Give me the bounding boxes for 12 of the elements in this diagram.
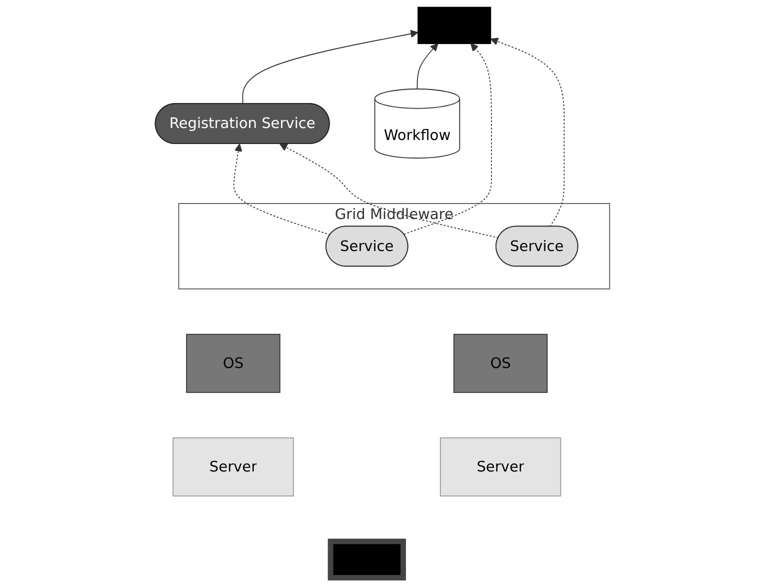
node-box: OS xyxy=(186,334,280,393)
node-box: Server xyxy=(172,437,294,496)
node-box xyxy=(418,6,492,44)
arrow xyxy=(233,144,331,236)
arrow xyxy=(416,43,438,90)
node-box: Server xyxy=(440,437,562,496)
arrow xyxy=(280,144,499,238)
arrow xyxy=(242,30,418,104)
arrow xyxy=(490,38,565,228)
node-bar xyxy=(328,538,406,580)
arrow xyxy=(403,43,492,235)
node-box: OS xyxy=(453,334,548,393)
